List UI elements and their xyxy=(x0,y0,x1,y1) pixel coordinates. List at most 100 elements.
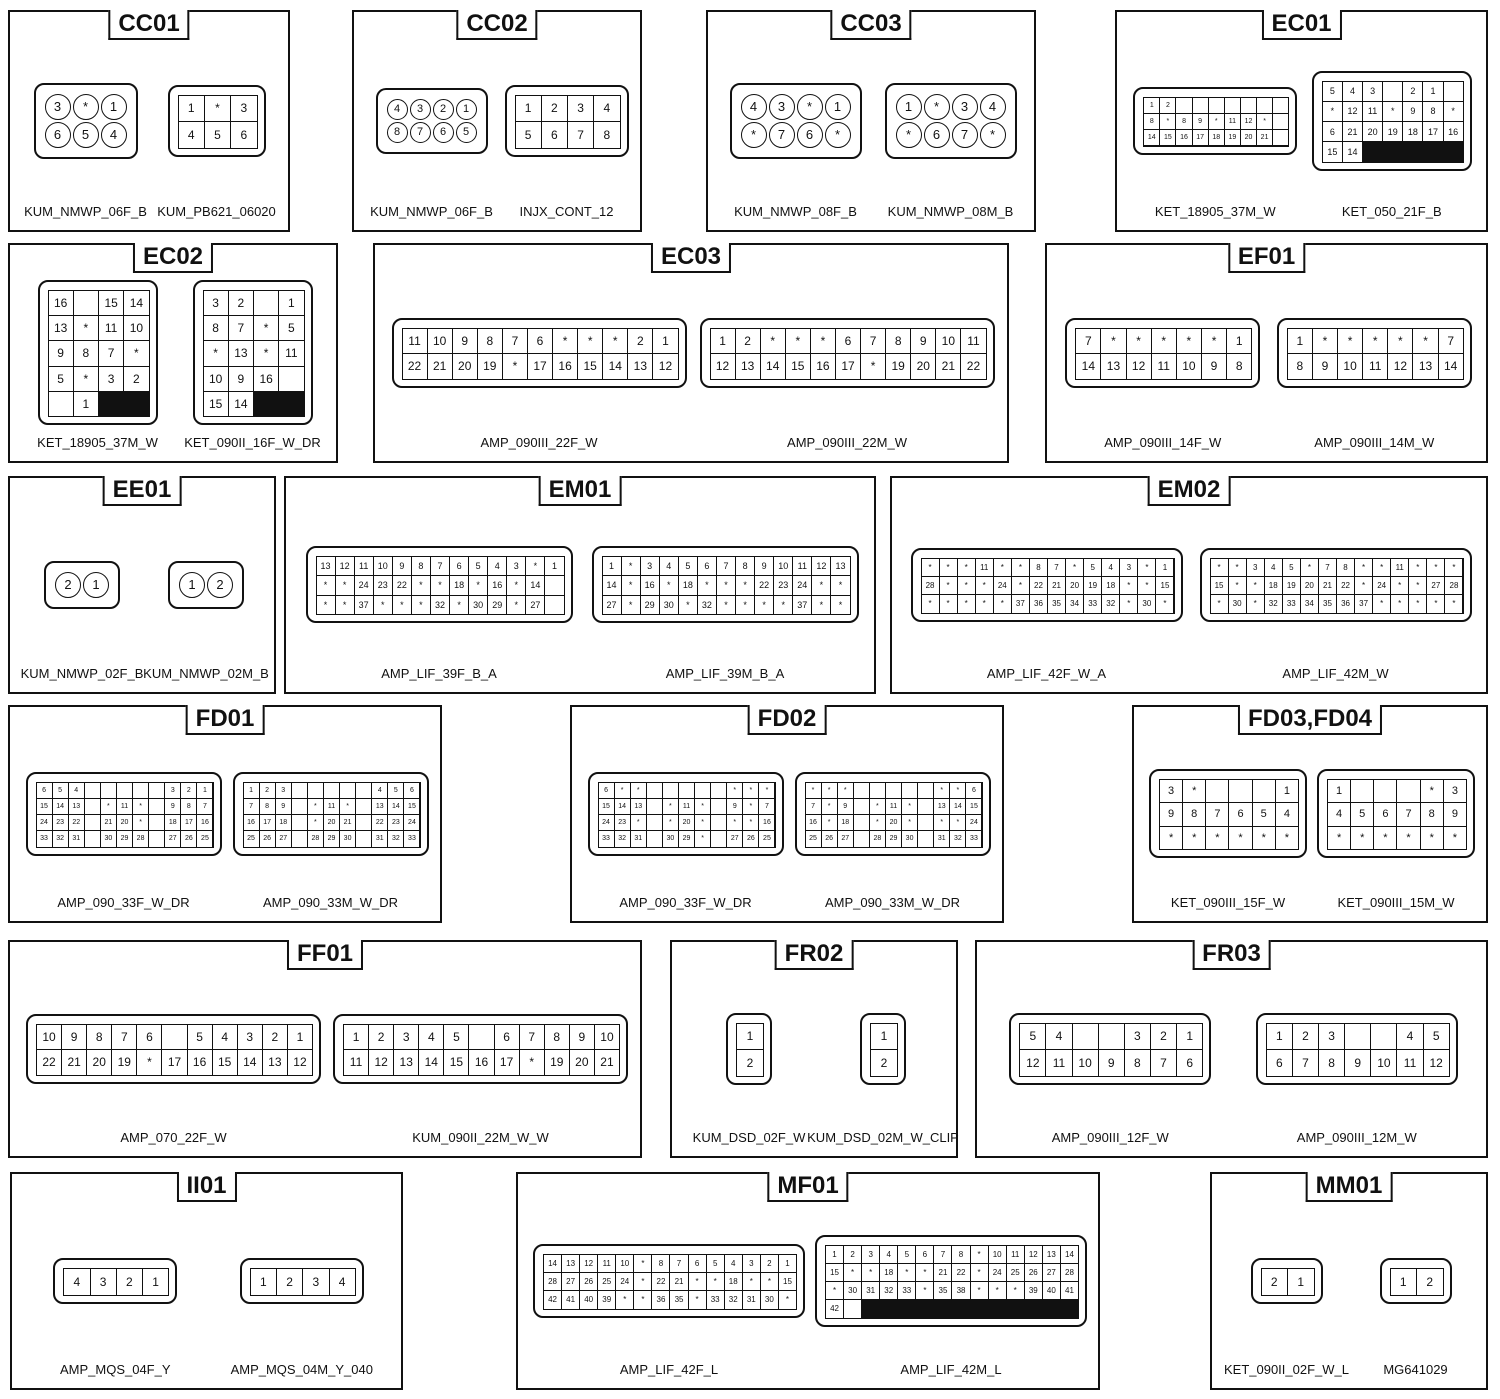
pin: 11 xyxy=(975,558,993,576)
unused-pin: * xyxy=(1397,826,1420,849)
pin: 10 xyxy=(936,328,961,353)
pin: 11 xyxy=(354,557,373,576)
pin: 27 xyxy=(562,1272,580,1291)
unused-pin: * xyxy=(975,595,993,613)
pin: 18 xyxy=(165,815,181,831)
pin: 5 xyxy=(1351,803,1374,826)
pin: 21 xyxy=(670,1272,688,1291)
pin: 26 xyxy=(181,831,197,847)
unused-pin: * xyxy=(1300,558,1318,576)
pin: 32 xyxy=(880,1282,898,1300)
pin: 11 xyxy=(1363,354,1388,379)
connector-name: KET_050_21F_B xyxy=(1341,204,1442,219)
pin: 3 xyxy=(568,95,594,121)
pin: 9 xyxy=(1443,803,1466,826)
pin: 30 xyxy=(760,1291,778,1309)
pin: 8 xyxy=(73,341,98,366)
pin: 1 xyxy=(871,1023,897,1049)
pin: 32 xyxy=(430,595,450,614)
pin: 18 xyxy=(1403,122,1423,142)
unused-pin: * xyxy=(970,1263,988,1281)
pin: 35 xyxy=(934,1282,952,1300)
pin: 5 xyxy=(204,122,231,148)
pin: 25 xyxy=(197,831,213,847)
unused-pin: * xyxy=(634,1254,652,1272)
unused-pin: * xyxy=(1201,328,1227,353)
pin: 10 xyxy=(37,1024,62,1049)
pin: 30 xyxy=(469,595,488,614)
pin: 7 xyxy=(1047,558,1066,576)
pin: 21 xyxy=(100,815,116,831)
pin: 1 xyxy=(1423,81,1443,101)
unused-pin: * xyxy=(988,1282,1006,1300)
pin: 36 xyxy=(1336,595,1355,613)
connector-name: AMP_090III_22F_W xyxy=(480,435,598,450)
pin: 23 xyxy=(614,815,630,831)
pin: 20 xyxy=(678,815,695,831)
unused-pin: * xyxy=(307,798,323,814)
unused-pin: * xyxy=(1183,826,1206,849)
unused-pin: * xyxy=(1156,595,1174,613)
connector-name: KUM_PB621_06020 xyxy=(157,204,276,219)
pin: 18 xyxy=(275,815,291,831)
pin: 24 xyxy=(404,815,420,831)
pin: 14 xyxy=(544,1254,562,1272)
pin: 10 xyxy=(774,557,793,576)
pin: 5 xyxy=(72,121,99,148)
pin xyxy=(291,831,307,847)
unused-pin: * xyxy=(1120,595,1138,613)
pin: 2 xyxy=(735,328,760,353)
pin xyxy=(291,815,307,831)
pin: 11 xyxy=(116,798,133,814)
unused-pin: * xyxy=(778,1291,796,1309)
unused-pin: * xyxy=(1373,558,1391,576)
pin xyxy=(711,831,727,847)
connector-name: KUM_NMWP_08F_B xyxy=(734,204,857,219)
unused-pin: * xyxy=(869,798,885,814)
pin: 2 xyxy=(1150,1023,1177,1049)
unused-pin: * xyxy=(662,815,678,831)
unused-pin: * xyxy=(678,595,697,614)
unused-pin: * xyxy=(1355,558,1373,576)
pin: 14 xyxy=(526,576,545,595)
unused-pin: * xyxy=(1427,595,1445,613)
unused-pin: * xyxy=(1443,101,1463,121)
pin: 2 xyxy=(124,366,149,391)
pin: 11 xyxy=(402,328,427,353)
unused-pin: * xyxy=(1206,826,1229,849)
pin: 4 xyxy=(329,1268,355,1295)
pin xyxy=(844,1300,862,1318)
unused-pin: * xyxy=(1183,780,1206,803)
unused-pin: * xyxy=(934,782,950,798)
unused-pin: * xyxy=(812,576,831,595)
unused-pin: * xyxy=(821,798,837,814)
pin: 5 xyxy=(706,1254,724,1272)
pin xyxy=(279,366,304,391)
pin xyxy=(162,1024,187,1049)
pin: 27 xyxy=(526,595,545,614)
pin: 22 xyxy=(402,354,427,379)
pin: 36 xyxy=(1029,595,1047,613)
unused-pin: * xyxy=(921,558,939,576)
unused-pin: * xyxy=(616,1291,634,1309)
pin: 1 xyxy=(778,1254,796,1272)
pin: 7 xyxy=(228,316,253,341)
pin: 5 xyxy=(515,122,541,148)
panel-title: MF01 xyxy=(767,1172,849,1202)
pin: 16 xyxy=(810,354,835,379)
pin xyxy=(918,798,934,814)
connector-name: AMP_090_33M_W_DR xyxy=(262,895,399,910)
pin: 16 xyxy=(553,354,578,379)
pin: 13 xyxy=(372,798,388,814)
unused-pin: * xyxy=(939,558,957,576)
pin: 3 xyxy=(165,782,181,798)
pin: 4 xyxy=(1342,81,1363,101)
pin: 13 xyxy=(735,354,760,379)
pin: 11 xyxy=(793,557,812,576)
